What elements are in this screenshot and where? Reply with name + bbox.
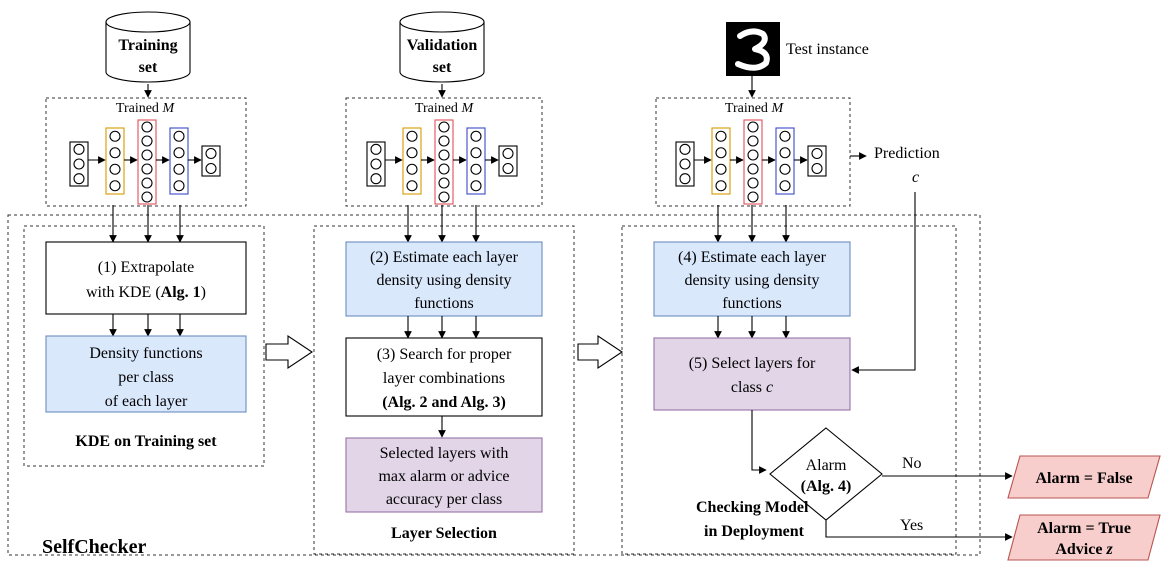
- step3-line3: (Alg. 2 and Alg. 3): [382, 394, 506, 411]
- layer-selection-label: Layer Selection: [391, 525, 497, 542]
- training-db-label: Training: [118, 37, 177, 54]
- step5-select-box: [653, 337, 851, 411]
- selected-layers-box: [345, 437, 543, 513]
- training-database-icon: [105, 11, 191, 83]
- test-instance-label: Test instance: [786, 41, 869, 58]
- alarm-false-label: Alarm = False: [1035, 470, 1132, 487]
- alarm-true-label: Alarm = True: [1037, 520, 1131, 537]
- density-line3: of each layer: [105, 393, 188, 410]
- step2-estimate-box: [345, 241, 543, 317]
- no-label: No: [902, 455, 922, 472]
- step5-line2: class c: [731, 379, 773, 396]
- checking-model-box: [621, 225, 957, 555]
- step2-line3: functions: [414, 295, 474, 312]
- selected-line2: max alarm or advice: [378, 468, 509, 485]
- step4-line1: (4) Estimate each layer: [678, 249, 827, 266]
- validation-model-box: [345, 97, 543, 207]
- flow-arrow-1: [265, 334, 313, 370]
- step3-line2: layer combinations: [383, 370, 505, 387]
- training-model-box: [45, 97, 247, 207]
- training-column: Training set Trained M (1) Extrapolate w…: [23, 11, 265, 467]
- step4-line3: functions: [722, 295, 782, 312]
- digit-three-icon: [735, 28, 770, 71]
- deployment-neural-network-icon: [675, 119, 827, 205]
- alarm-true-output: [1007, 514, 1161, 561]
- flow-arrow-2: [577, 334, 623, 370]
- step2-line1: (2) Estimate each layer: [370, 249, 519, 266]
- selfchecker-container: [7, 214, 981, 556]
- alarm-false-output: [1007, 455, 1161, 499]
- decision-line1: Alarm: [806, 457, 847, 474]
- density-line1: Density functions: [89, 345, 202, 362]
- training-model-caption: Trained M: [116, 101, 176, 116]
- validation-db-label-2: set: [433, 59, 452, 76]
- training-neural-network-icon: [69, 119, 221, 205]
- decision-line2: (Alg. 4): [801, 478, 852, 495]
- step2-line2: density using density: [376, 272, 511, 289]
- step3-search-box: [345, 337, 543, 417]
- density-line2: per class: [118, 369, 174, 386]
- density-functions-box: [45, 335, 247, 413]
- kde-box: [23, 225, 265, 467]
- step5-line1: (5) Select layers for: [689, 355, 816, 372]
- step3-line1: (3) Search for proper: [377, 346, 512, 363]
- kde-box-label: KDE on Training set: [75, 433, 217, 450]
- validation-database-icon: [399, 11, 485, 83]
- checking-model-label-1: Checking Model: [696, 499, 809, 516]
- prediction-var: c: [912, 169, 919, 186]
- system-label: SelfChecker: [42, 536, 147, 558]
- deployment-model-box: [655, 97, 851, 207]
- step4-line2: density using density: [684, 272, 819, 289]
- step4-estimate-box: [653, 241, 851, 317]
- training-db-label-2: set: [139, 59, 158, 76]
- deployment-model-caption: Trained M: [725, 101, 785, 116]
- step1-line2: with KDE (Alg. 1): [86, 284, 206, 301]
- validation-model-caption: Trained M: [415, 101, 475, 116]
- prediction-label: Prediction: [874, 145, 940, 162]
- validation-column: Validation set Trained M (2) Estimate ea…: [313, 11, 575, 555]
- step1-extrapolate-box: [45, 241, 247, 315]
- yes-label: Yes: [900, 517, 923, 534]
- validation-neural-network-icon: [366, 119, 518, 205]
- step1-line1: (1) Extrapolate: [98, 259, 194, 276]
- checking-model-label-2: in Deployment: [704, 523, 805, 540]
- validation-db-label: Validation: [407, 37, 478, 54]
- selected-line3: accuracy per class: [386, 491, 502, 508]
- advice-label: Advice z: [1055, 541, 1113, 558]
- selected-line1: Selected layers with: [380, 445, 509, 462]
- deployment-column: Test instance Trained M Prediction c (4)…: [621, 22, 1161, 561]
